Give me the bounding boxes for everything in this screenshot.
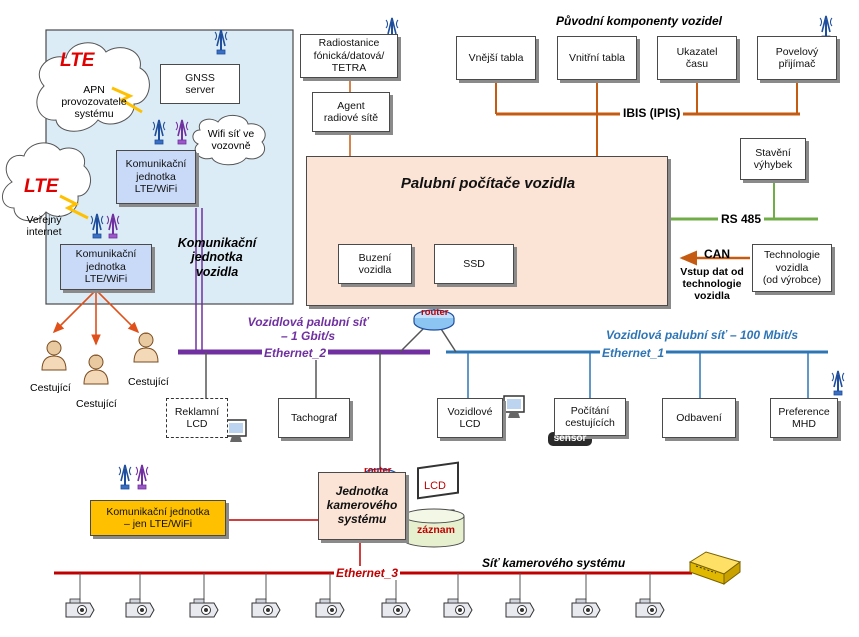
lte-link-bolt: [59, 194, 89, 220]
camera-icon: [189, 598, 219, 618]
passenger-counting-box: Počítání cestujících: [554, 398, 626, 436]
comm-unit-lte-wifi-box: Komunikační jednotka LTE/WiFi: [60, 244, 152, 290]
passenger-label: Cestující: [128, 376, 169, 388]
passenger-icon: [133, 332, 159, 363]
router-label: router: [364, 465, 392, 476]
monitor-icon: [225, 419, 247, 442]
camera-network-title: Síť kamerového systému: [482, 556, 626, 570]
network-100mbit-title: Vozidlová palubní síť – 100 Mbit/s: [606, 328, 799, 342]
comm-unit-wifi-only-box: Komunikační jednotka – jen LTE/WiFi: [90, 500, 226, 536]
camera-unit-box: Jednotka kamerového systému: [318, 472, 406, 540]
network-1gbit-title: Vozidlová palubní síť – 1 Gbit/s: [247, 315, 369, 343]
rs485-label: RS 485: [718, 212, 765, 226]
can-note: Vstup dat od technologie vozidla: [680, 266, 744, 302]
original-components-title: Původní komponenty vozidel: [556, 14, 723, 28]
router-label: router: [421, 307, 449, 318]
camera-icon: [65, 598, 95, 618]
vehicle-technology-box: Technologie vozidla (od výrobce): [752, 244, 832, 292]
switch-control-box: Stavění výhybek: [740, 138, 806, 180]
passenger-icon: [83, 354, 109, 385]
onboard-computer-title: Palubní počítače vozidla: [400, 175, 576, 192]
camera-unit-lcd-label: LCD: [424, 480, 447, 492]
radio-station-box: Radiostanice fónická/datová/ TETRA: [300, 34, 398, 78]
sensor-label: sensor: [553, 433, 587, 444]
advert-lcd-box: Reklamní LCD: [166, 398, 228, 438]
monitor-icon: [503, 395, 525, 418]
camera-icon: [251, 598, 281, 618]
router-icon: [413, 309, 455, 331]
validators-box: Odbavení: [662, 398, 736, 438]
antenna-icon: [831, 370, 845, 396]
passenger-label: Cestující: [76, 398, 117, 410]
ethernet-2-label: Ethernet_2: [262, 346, 329, 360]
mhd-preference-box: Preference MHD: [770, 398, 838, 438]
antenna-icon: [135, 464, 149, 490]
camera-icon: [381, 598, 411, 618]
record-label: záznam: [417, 524, 455, 536]
ethernet-1-label: Ethernet_1: [600, 346, 667, 360]
internal-display-box: Vnitřní tabla: [557, 36, 637, 80]
public-internet-label: Veřejný internet: [26, 214, 62, 238]
comm-unit-lte-wifi-box: Komunikační jednotka LTE/WiFi: [116, 150, 196, 204]
ssd-box: SSD: [434, 244, 514, 284]
gnss-server-box: GNSS server: [160, 64, 240, 104]
passenger-label: Cestující: [30, 382, 71, 394]
storage-cylinder-icon: [403, 508, 465, 548]
camera-icon: [125, 598, 155, 618]
lte-label: LTE: [60, 50, 95, 71]
apn-cloud: [36, 42, 150, 132]
command-receiver-box: Povelový přijímač: [757, 36, 837, 80]
apn-label: APN provozovatele systému: [61, 84, 127, 120]
lte-label: LTE: [24, 176, 59, 197]
wifi-cloud: [192, 115, 266, 166]
camera-icon: [505, 598, 535, 618]
radio-agent-box: Agent radiové sítě: [312, 92, 390, 132]
lte-link-bolt: [111, 86, 143, 114]
network-switch-icon: [688, 551, 742, 585]
ethernet-3-label: Ethernet_3: [334, 566, 401, 580]
tachograph-box: Tachograf: [278, 398, 350, 438]
ibis-bus-label: IBIS (IPIS): [620, 106, 684, 120]
vehicle-lcd-box: Vozidlové LCD: [437, 398, 503, 438]
comm-unit-vehicle-title: Komunikační jednotka vozidla: [177, 236, 257, 279]
camera-icon: [571, 598, 601, 618]
external-display-box: Vnější tabla: [456, 36, 536, 80]
antenna-icon: [118, 464, 132, 490]
camera-icon: [315, 598, 345, 618]
wifi-bubble-label: Wifi síť ve vozovně: [207, 128, 255, 152]
excitation-box: Buzení vozidla: [338, 244, 412, 284]
time-indicator-box: Ukazatel času: [657, 36, 737, 80]
can-label: CAN: [704, 247, 730, 261]
camera-unit-title: Jednotka kamerového systému: [326, 484, 398, 526]
camera-icon: [443, 598, 473, 618]
passenger-icon: [41, 340, 67, 371]
camera-icon: [635, 598, 665, 618]
